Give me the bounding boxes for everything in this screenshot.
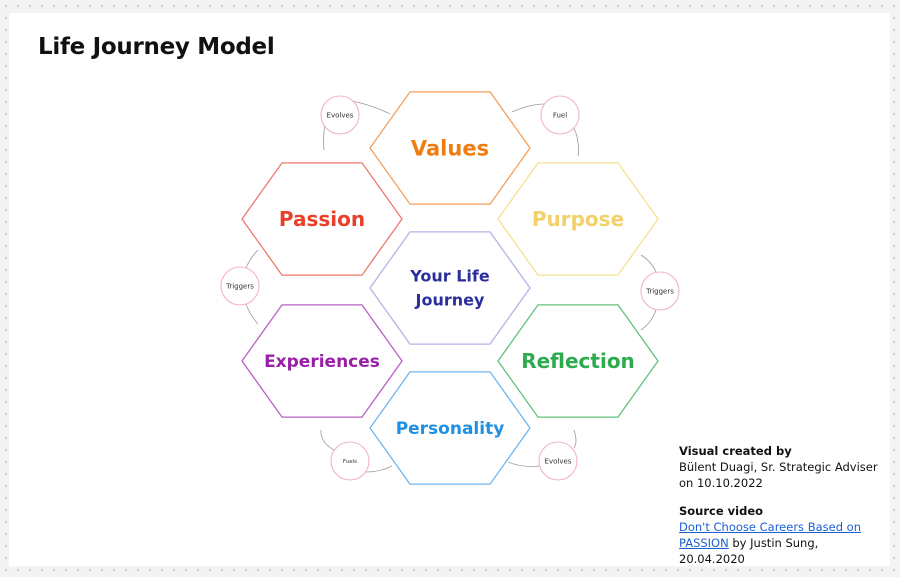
connector-label: Fuels <box>343 459 357 465</box>
hexagon-center-label: Journey <box>415 291 485 310</box>
connector-bubble <box>220 266 260 306</box>
hexagon-personality-label: Personality <box>396 419 505 439</box>
hexagon-reflection-shape <box>497 304 659 418</box>
hexagon-values: Values <box>369 91 531 205</box>
connector-bubble <box>540 95 580 135</box>
connector-triggers-left: Triggers <box>220 249 260 325</box>
credits-panel: Visual created by Bülent Duagi, Sr. Stra… <box>679 443 884 567</box>
connector-arrow <box>511 103 579 157</box>
hexagon-center-label: Your Life <box>409 267 490 286</box>
hexagon-passion-shape <box>241 162 403 276</box>
connector-arrow <box>320 429 393 473</box>
hexagon-reflection: Reflection <box>497 304 659 418</box>
credits-author: Bülent Duagi, Sr. Strategic Adviser <box>679 460 878 474</box>
hexagon-purpose-shape <box>497 162 659 276</box>
credits-date: on 10.10.2022 <box>679 476 763 490</box>
source-video-suffix: by Justin Sung, 20.04.2020 <box>679 536 819 566</box>
connector-triggers-right: Triggers <box>640 254 680 331</box>
connector-label: Triggers <box>645 287 674 295</box>
hexagon-values-shape <box>369 91 531 205</box>
source-video-link[interactable]: Don't Choose Careers Based on PASSION <box>679 520 861 550</box>
hexagon-experiences-shape <box>241 304 403 418</box>
hexagon-purpose-label: Purpose <box>532 207 624 231</box>
connector-label: Evolves <box>327 111 354 119</box>
hexagon-personality: Personality <box>369 371 531 485</box>
hexagon-experiences-label: Experiences <box>264 352 380 372</box>
connector-label: Fuel <box>553 111 567 119</box>
connector-arrow <box>507 429 577 467</box>
connector-evolves-top: Evolves <box>320 95 391 151</box>
credits-created-heading: Visual created by <box>679 444 792 458</box>
hexagon-purpose: Purpose <box>497 162 659 276</box>
connector-arrow <box>640 254 657 331</box>
connector-bubble <box>320 95 360 135</box>
credits-source-heading: Source video <box>679 504 764 518</box>
connector-bubble <box>640 271 680 311</box>
connector-arrow <box>245 249 259 325</box>
hexagon-personality-shape <box>369 371 531 485</box>
hexagon-passion: Passion <box>241 162 403 276</box>
hexagon-experiences: Experiences <box>241 304 403 418</box>
connector-fuel-top: Fuel <box>511 95 580 157</box>
page-title: Life Journey Model <box>38 34 275 60</box>
hexagon-center-shape <box>369 231 531 345</box>
hexagon-passion-label: Passion <box>279 207 365 231</box>
hexagon-values-label: Values <box>411 136 489 160</box>
connector-fuels-bottom: Fuels <box>320 429 393 481</box>
connector-label: Evolves <box>545 457 572 465</box>
connector-bubble <box>330 441 370 481</box>
credits-source: Don't Choose Careers Based on PASSION by… <box>679 519 884 567</box>
hexagon-reflection-label: Reflection <box>521 349 635 373</box>
connector-label: Triggers <box>225 282 254 290</box>
connector-bubble <box>538 441 578 481</box>
connector-evolves-bottom: Evolves <box>507 429 578 481</box>
